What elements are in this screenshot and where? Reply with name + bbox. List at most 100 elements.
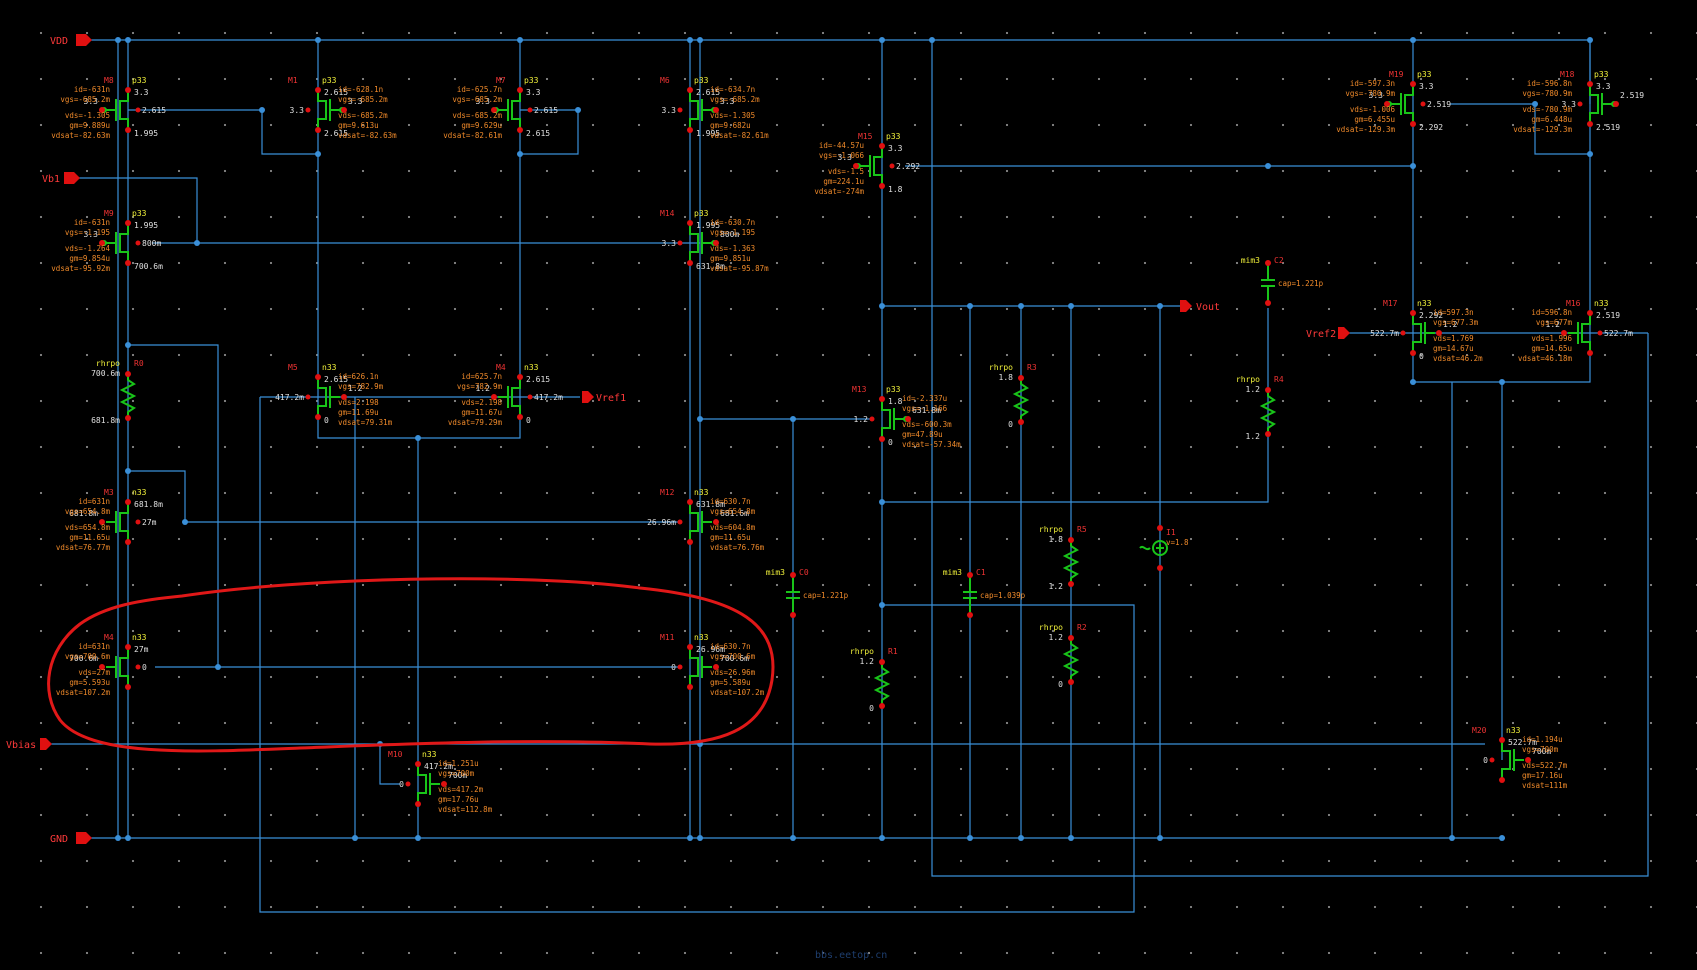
transistor-m6-op-4: vdsat=-82.61m [710, 131, 769, 140]
transistor-m11-op-4: vdsat=107.2m [710, 688, 765, 697]
transistor-m5-op-3: gm=11.69u [338, 408, 379, 417]
transistor-m11-node-gate: 700.6m [720, 654, 749, 663]
resistor-r1-type: rhrpo [850, 647, 874, 656]
transistor-m19-op-2: vds=-1.006 [1350, 105, 1396, 114]
transistor-m17-node-side: 522.7m [1370, 329, 1399, 338]
transistor-m14-op-3: gm=9.851u [710, 254, 751, 263]
transistor-m6-node-side: 3.3 [662, 106, 677, 115]
transistor-m15-op-2: vds=-1.5 [828, 167, 864, 176]
transistor-m19-op-0: id=-597.3n [1350, 79, 1395, 88]
transistor-m19-op-3: gm=6.455u [1354, 115, 1395, 124]
transistor-m12-op-4: vdsat=76.76m [710, 543, 765, 552]
transistor-m16-node-gate: 1.2 [1546, 320, 1561, 329]
transistor-m3-op-0: id=631n [78, 497, 110, 506]
transistor-m20-op-1: vgs=700m [1522, 745, 1559, 754]
transistor-m7-node-gate: 3.3 [476, 97, 491, 106]
resistor-r5-name: R5 [1077, 525, 1087, 534]
transistor-m18-node-bottom: 2.519 [1596, 123, 1620, 132]
transistor-m16-op-2: vds=1.996 [1531, 334, 1572, 343]
resistor-r2-node-bottom: 0 [1058, 680, 1063, 689]
pin-vbias[interactable]: Vbias [6, 738, 52, 751]
transistor-m18-node-top: 3.3 [1596, 82, 1611, 91]
highlight-annotation [47, 577, 775, 753]
transistor-m13-name: M13 [852, 385, 867, 394]
transistor-m4-node-top: 2.615 [526, 375, 550, 384]
transistor-m11-op-0: id=630.7n [710, 642, 751, 651]
transistor-m4b-op-4: vdsat=107.2m [56, 688, 111, 697]
transistor-m3-node-top: 681.8m [134, 500, 163, 509]
transistor-m9-op-1: vgs=-1.195 [65, 228, 110, 237]
transistor-m4b-op-2: vds=27m [78, 668, 110, 677]
transistor-m14-op-2: vds=-1.363 [710, 244, 755, 253]
pin-vref2[interactable]: Vref2 [1306, 327, 1350, 340]
transistor-m20-type: n33 [1506, 726, 1521, 735]
transistor-m4-op-4: vdsat=79.29m [448, 418, 503, 427]
pin-vb1[interactable]: Vb1 [42, 172, 80, 185]
pin-vout[interactable]: Vout [1180, 300, 1220, 313]
transistor-m19-node-side: 2.519 [1427, 100, 1451, 109]
transistor-m4b-type: n33 [132, 633, 147, 642]
transistor-m1-type: p33 [322, 76, 337, 85]
pin-vdd[interactable]: VDD [50, 34, 92, 47]
capacitor-c0-name: C0 [799, 568, 809, 577]
transistor-m9-node-top: 1.995 [134, 221, 158, 230]
resistor-r2-type: rhrpo [1039, 623, 1063, 632]
transistor-m12-type: n33 [694, 488, 709, 497]
transistor-m4b-name: M4 [104, 633, 114, 642]
transistor-m8-op-2: vds=-1.305 [65, 111, 110, 120]
transistor-m15-op-3: gm=224.1u [823, 177, 864, 186]
transistor-m11-op-3: gm=5.589u [710, 678, 751, 687]
source-i1-name: I1 [1166, 528, 1176, 537]
transistor-m6-op-2: vds=-1.305 [710, 111, 755, 120]
transistor-m10-op-1: vgs=700m [438, 769, 475, 778]
transistor-m19-node-top: 3.3 [1419, 82, 1434, 91]
transistor-m6-name: M6 [660, 76, 670, 85]
transistor-m15-node-side: 2.292 [896, 162, 920, 171]
transistor-m4-op-0: id=625.7n [461, 372, 502, 381]
pin-vref1[interactable]: Vref1 [582, 391, 626, 404]
current-source-i1[interactable]: I1 v=1.8 [1139, 525, 1189, 571]
transistor-m9-type: p33 [132, 209, 147, 218]
resistor-r0-node-bottom: 681.8m [91, 416, 120, 425]
transistor-m13-op-3: gm=47.89u [902, 430, 943, 439]
transistor-m8-node-side: 2.615 [142, 106, 166, 115]
transistor-m7-name: M7 [496, 76, 506, 85]
transistor-m18-op-0: id=-596.8n [1527, 79, 1572, 88]
pin-gnd[interactable]: GND [50, 832, 92, 845]
svg-text:GND: GND [50, 834, 68, 845]
transistor-m11-node-side: 0 [671, 663, 676, 672]
transistor-m7-op-4: vdsat=-82.61m [443, 131, 502, 140]
resistor-r4-node-bottom: 1.2 [1246, 432, 1261, 441]
